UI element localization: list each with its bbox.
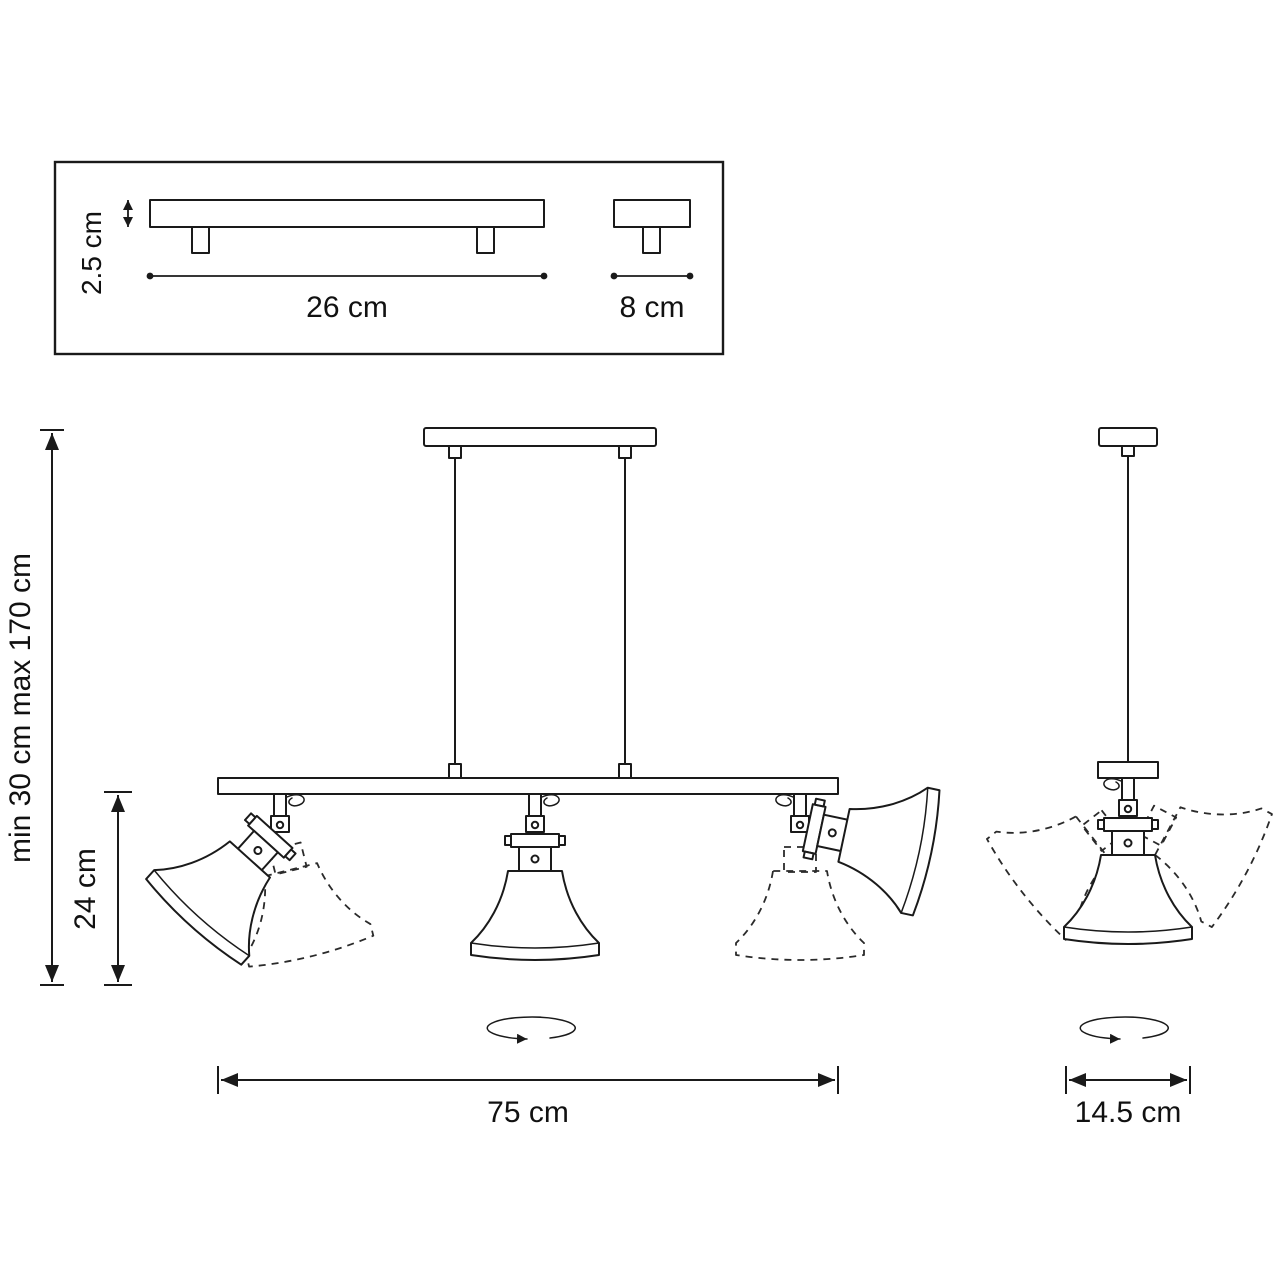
rod-connector-bottom-right — [618, 763, 632, 779]
mount-bar-side-view — [149, 199, 545, 254]
dimension-shade-width: 14.5 cm — [1065, 1066, 1191, 1129]
rod-connector-bottom-left — [448, 763, 462, 779]
label-shade-width: 14.5 cm — [1075, 1096, 1182, 1129]
rod-connector-top-left — [448, 445, 462, 459]
label-plate-length: 8 cm — [619, 291, 684, 324]
label-bar-length: 26 cm — [306, 291, 388, 324]
lamp-bar — [217, 777, 839, 795]
center-lamp-head — [471, 834, 599, 960]
dimension-bar-width: 75 cm — [217, 1066, 839, 1129]
single-ceiling-plate — [1098, 427, 1158, 447]
label-head-height: 24 cm — [69, 848, 102, 930]
dimension-head-height: 24 cm — [69, 791, 132, 986]
box-border — [53, 160, 725, 356]
three-light-pendant — [143, 427, 945, 1044]
mounting-plates-box: 2.5 cm 26 cm 8 cm — [53, 160, 725, 356]
dimension-mount-height: 2.5 cm — [76, 200, 133, 295]
right-lamp-stem — [774, 793, 810, 833]
dimension-height-range: min 30 cm max 170 cm — [4, 429, 64, 986]
rod-connector-top-right — [618, 445, 632, 459]
single-light-pendant: 14.5 cm — [983, 427, 1276, 1129]
left-lamp-stem — [270, 793, 306, 833]
single-cable-connector — [1121, 445, 1135, 457]
rotation-arrow-single — [1079, 1016, 1169, 1044]
label-mount-height: 2.5 cm — [76, 211, 107, 295]
single-lamp-stem — [1102, 777, 1138, 817]
single-lamp-head — [1064, 818, 1192, 944]
mount-plate-side-view — [613, 199, 691, 254]
rotation-arrow-center — [486, 1016, 576, 1044]
dimension-bar-length: 26 cm — [146, 272, 548, 324]
dimension-plate-length: 8 cm — [610, 272, 694, 324]
dimensions-main: min 30 cm max 170 cm 24 cm 75 cm — [4, 429, 839, 1129]
single-canopy — [1097, 761, 1159, 779]
label-bar-width: 75 cm — [487, 1096, 569, 1129]
left-lamp-head — [143, 789, 322, 968]
label-height-range: min 30 cm max 170 cm — [4, 553, 37, 863]
ceiling-plate — [423, 427, 657, 447]
center-lamp-stem — [525, 793, 561, 833]
